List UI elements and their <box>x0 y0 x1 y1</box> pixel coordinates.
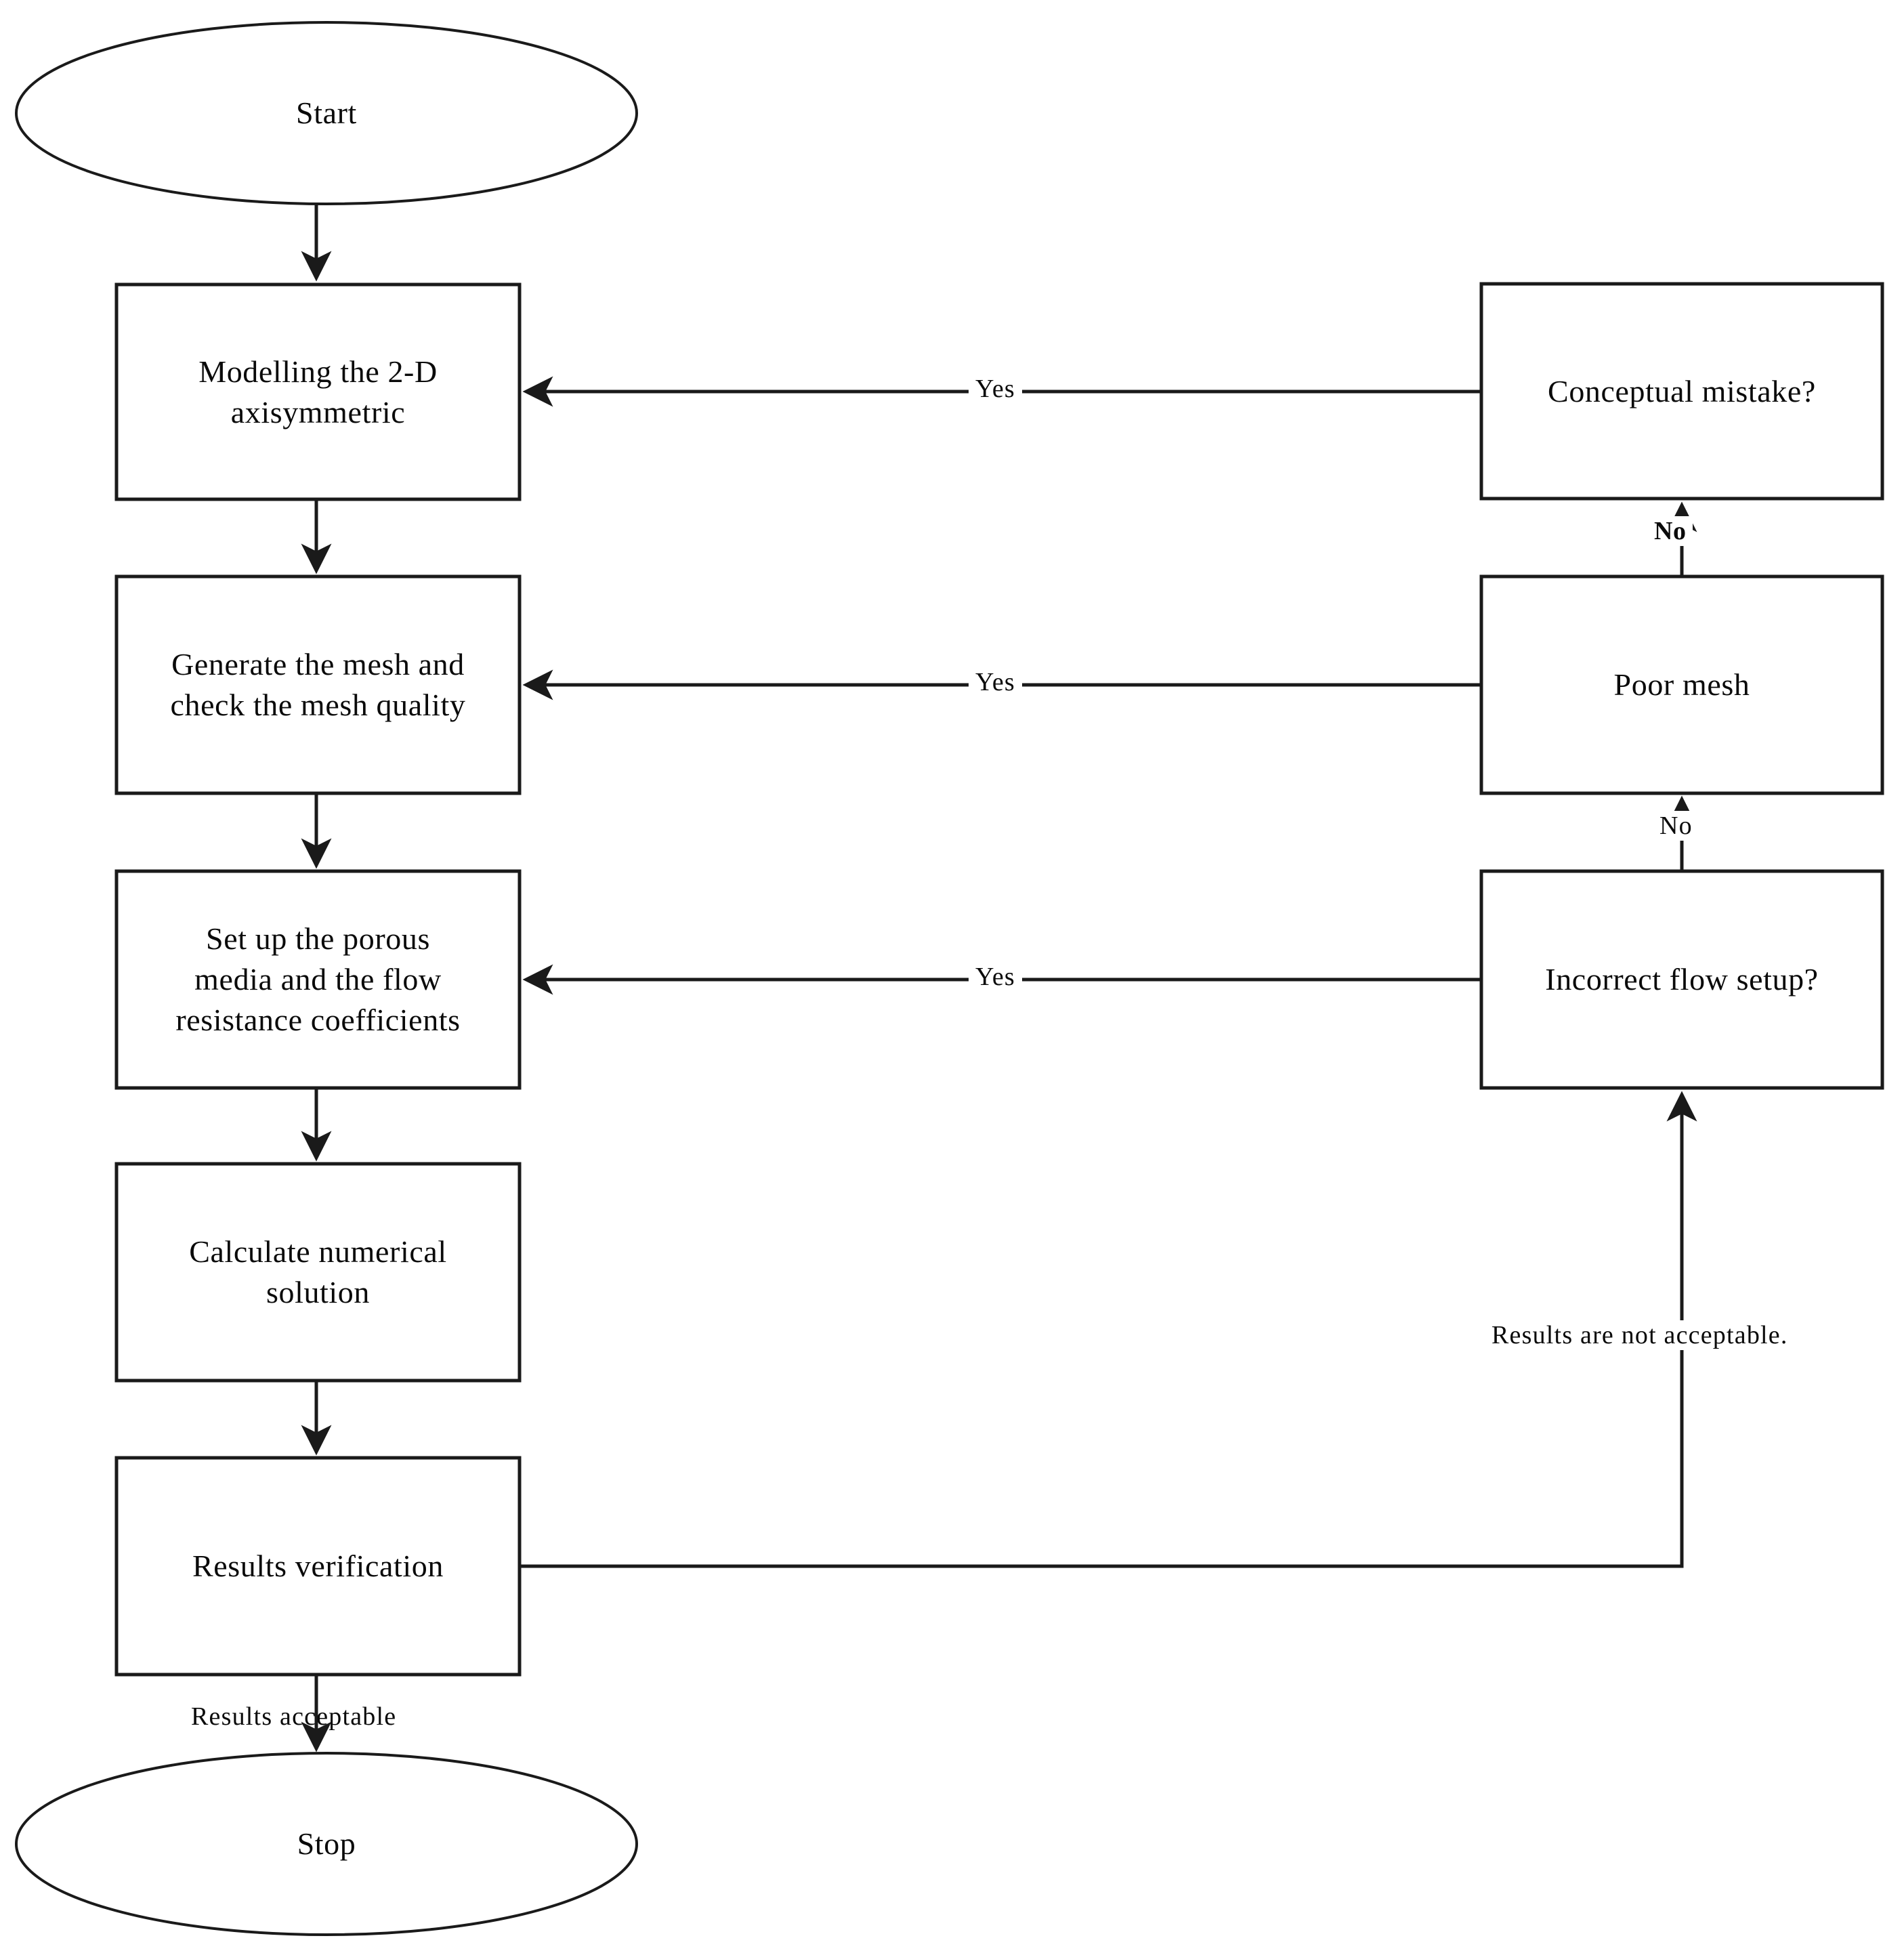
edge-label-yes-conceptual: Yes <box>969 374 1022 404</box>
edge-label-results-not-acceptable: Results are not acceptable. <box>1485 1320 1795 1350</box>
node-porous-shape <box>114 869 522 1090</box>
edge-label-yes-poormesh: Yes <box>969 667 1022 697</box>
edge-label-yes-flowsetup: Yes <box>969 962 1022 992</box>
node-conceptual-shape <box>1479 282 1884 501</box>
edge-verify-to-flowsetup <box>520 1091 1697 1568</box>
node-calculate-shape <box>114 1162 522 1383</box>
node-stop-shape <box>15 1752 638 1936</box>
node-start-shape <box>15 21 638 205</box>
edge-label-results-acceptable: Results acceptable <box>191 1702 397 1731</box>
node-poormesh-shape <box>1479 574 1884 795</box>
node-modelling-shape <box>114 282 522 501</box>
node-verify-shape <box>114 1456 522 1677</box>
edge-label-no-conceptual: No <box>1647 516 1693 546</box>
node-mesh-shape <box>114 574 522 795</box>
node-flowsetup-shape <box>1479 869 1884 1090</box>
edge-label-no-poormesh: No <box>1653 811 1699 841</box>
